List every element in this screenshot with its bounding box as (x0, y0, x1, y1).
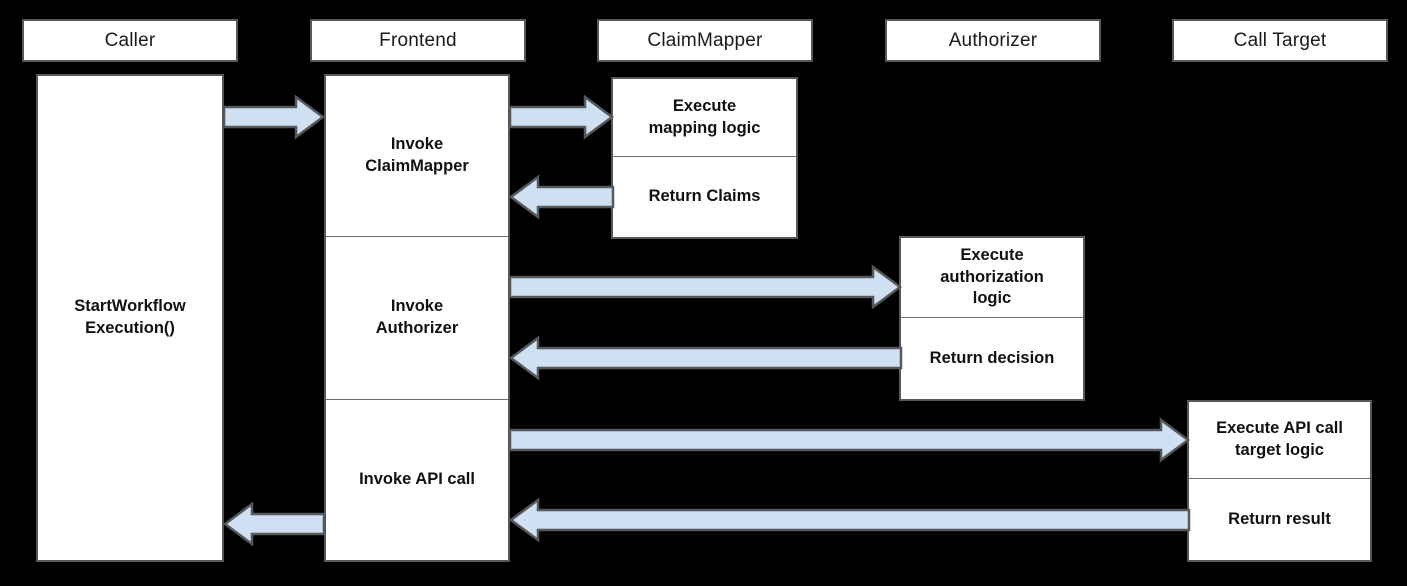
lifeline-header-caller: Caller (22, 19, 238, 62)
lifeline-header-calltarget-label: Call Target (1233, 29, 1327, 51)
lifeline-header-claimmapper: ClaimMapper (597, 19, 813, 62)
message-arrow-authorizer-to-frontend (508, 335, 903, 381)
activation-frontend-segment-invoke-api-call: Invoke API call (326, 399, 508, 560)
activation-claimmapper-segment-return-claims: Return Claims (613, 156, 796, 237)
message-arrow-caller-to-frontend (222, 94, 326, 140)
lifeline-header-authorizer: Authorizer (885, 19, 1101, 62)
lifeline-header-authorizer-label: Authorizer (948, 29, 1038, 51)
activation-authorizer-segment-return-decision: Return decision (901, 317, 1083, 399)
message-arrow-calltarget-to-frontend (508, 497, 1191, 543)
message-arrow-frontend-to-claimmapper (508, 94, 615, 140)
lifeline-header-caller-label: Caller (104, 29, 156, 51)
lifeline-header-calltarget: Call Target (1172, 19, 1388, 62)
lifeline-header-claimmapper-label: ClaimMapper (647, 29, 763, 51)
activation-calltarget-segment-return-result: Return result (1189, 478, 1370, 560)
lifeline-header-frontend: Frontend (310, 19, 526, 62)
message-arrow-frontend-to-authorizer (508, 264, 903, 310)
message-arrow-frontend-to-caller (222, 501, 326, 547)
message-arrow-frontend-to-calltarget (508, 417, 1191, 463)
message-arrow-claimmapper-to-frontend (508, 174, 615, 220)
lifeline-header-frontend-label: Frontend (379, 29, 457, 51)
